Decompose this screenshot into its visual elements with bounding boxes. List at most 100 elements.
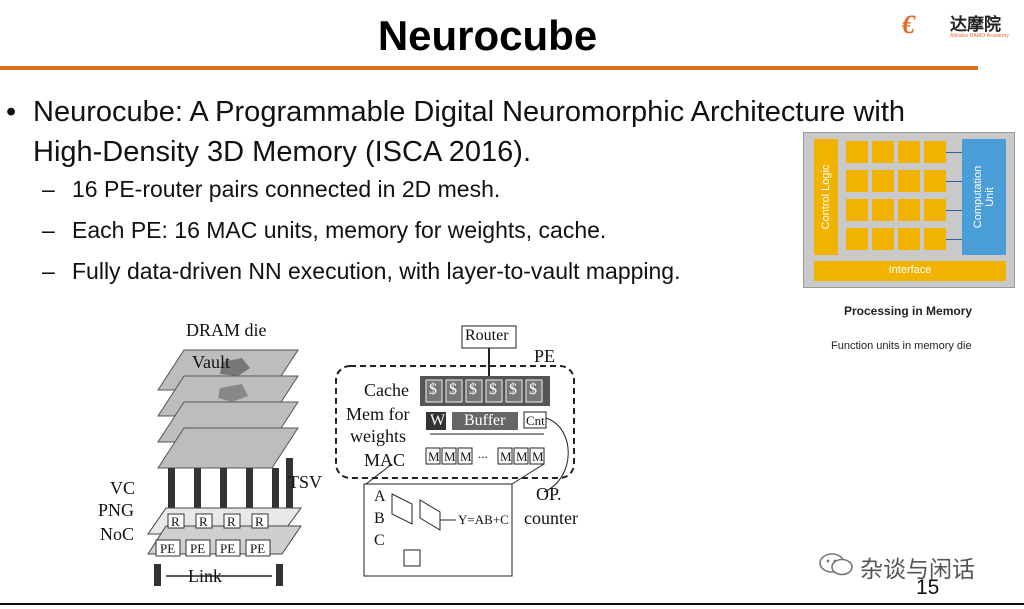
bus-arrow xyxy=(946,181,962,182)
link-pin xyxy=(276,564,283,586)
neurocube-diagram: DRAM die Vault VC PNG NoC TSV Link Route… xyxy=(96,318,596,593)
pe-cell-label: PE xyxy=(190,541,206,556)
interface-block: Interface xyxy=(814,261,1006,281)
cache-cell-label: $ xyxy=(429,381,437,398)
mac-cell-label: M xyxy=(532,449,544,464)
dash-glyph: – xyxy=(42,258,55,284)
counter-box xyxy=(523,411,547,429)
adder xyxy=(419,499,441,531)
mac-cell-label: M xyxy=(444,449,456,464)
weight-box xyxy=(426,412,446,430)
input-a-label: A xyxy=(374,488,386,505)
vc-label: VC xyxy=(110,478,136,498)
cache-cell-label: $ xyxy=(489,381,497,398)
computation-label-line2: Unit xyxy=(984,187,996,207)
cnt-label: Cnt xyxy=(526,413,545,428)
title-divider xyxy=(0,66,978,70)
logo-chinese-text: 达摩院 xyxy=(950,15,1001,35)
cache-label: Cache xyxy=(364,380,409,400)
noc-label: NoC xyxy=(100,524,135,544)
memory-cell xyxy=(846,170,868,192)
tsv-pillars xyxy=(168,458,293,514)
memory-cell xyxy=(898,141,920,163)
memory-cell xyxy=(872,170,894,192)
main-bullet-text: Neurocube: A Programmable Digital Neurom… xyxy=(33,96,906,168)
tsv-label: TSV xyxy=(288,472,323,492)
cache-cells xyxy=(425,379,543,403)
register xyxy=(403,549,421,567)
router-cell-label: R xyxy=(171,514,180,529)
mac-label: MAC xyxy=(364,450,406,470)
dash-glyph: – xyxy=(42,176,55,202)
pe-outline xyxy=(335,365,575,479)
pe-cell-label: PE xyxy=(160,541,176,556)
op-counter-curve xyxy=(543,417,569,493)
dram-die-label: DRAM die xyxy=(186,320,267,340)
pe-cell-label: PE xyxy=(250,541,266,556)
bullet-glyph: • xyxy=(6,96,17,128)
memory-cell xyxy=(898,170,920,192)
vault-shape xyxy=(220,358,250,376)
pe-cell-label: PE xyxy=(220,541,236,556)
bus-arrow xyxy=(946,152,962,153)
damo-logo: € 达摩院 Alibaba DAMO Academy xyxy=(900,6,1018,46)
zoom-line xyxy=(511,463,545,485)
vault-label: Vault xyxy=(192,352,230,372)
memory-cell xyxy=(924,170,946,192)
input-c-label: C xyxy=(374,532,385,549)
pe-label: PE xyxy=(534,346,556,366)
router-label: Router xyxy=(465,327,509,344)
zoom-line xyxy=(365,463,393,485)
memory-cell-grid xyxy=(846,141,946,251)
memory-cell xyxy=(924,199,946,221)
mac-cell-label: M xyxy=(516,449,528,464)
logo-mark: € xyxy=(902,10,915,39)
png-label: PNG xyxy=(98,500,135,520)
logo-subtitle: Alibaba DAMO Academy xyxy=(950,33,1010,39)
memory-cell xyxy=(872,141,894,163)
page-number: 15 xyxy=(916,576,940,599)
bus-arrow xyxy=(946,210,962,211)
bottom-divider xyxy=(0,603,1024,605)
router-cell-label: R xyxy=(227,514,236,529)
mac-equation: Y=AB+C xyxy=(458,512,509,527)
mac-cells xyxy=(425,447,545,465)
link-pin xyxy=(154,564,161,586)
memory-cell xyxy=(924,228,946,250)
multiplier xyxy=(391,493,413,525)
control-logic-label: Control Logic xyxy=(820,164,832,230)
memory-cell xyxy=(898,199,920,221)
sub-bullet-text: Each PE: 16 MAC units, memory for weight… xyxy=(72,217,607,243)
mac-ellipsis: ... xyxy=(478,446,488,461)
control-logic-block: Control Logic xyxy=(814,139,838,255)
interface-label: Interface xyxy=(888,264,932,276)
sub-bullet-text: 16 PE-router pairs connected in 2D mesh. xyxy=(72,176,501,202)
neurocube-drawing xyxy=(147,325,575,586)
mac-detail-box xyxy=(363,483,513,577)
sub-bullet-text: Fully data-driven NN execution, with lay… xyxy=(72,258,681,284)
slide-title: Neurocube xyxy=(377,12,598,59)
memory-cell xyxy=(846,141,868,163)
weights-label: weights xyxy=(350,426,406,446)
cache-cell-label: $ xyxy=(469,381,477,398)
w-label: W xyxy=(430,412,446,429)
memory-cell xyxy=(846,199,868,221)
link-label: Link xyxy=(188,566,222,586)
mac-cell-label: M xyxy=(500,449,512,464)
memory-cell xyxy=(924,141,946,163)
cache-cell-label: $ xyxy=(509,381,517,398)
dash-glyph: – xyxy=(42,217,55,243)
memory-cell xyxy=(872,199,894,221)
buffer-box xyxy=(452,412,518,430)
pim-note: Function units in memory die xyxy=(831,340,972,352)
vault-shape xyxy=(218,384,248,402)
mac-cell-label: M xyxy=(460,449,472,464)
pe-cells xyxy=(155,539,271,557)
router-cell-label: R xyxy=(255,514,264,529)
computation-label-line1: Computation xyxy=(972,165,984,229)
mem-for-label: Mem for xyxy=(346,404,410,424)
router-cells xyxy=(167,513,269,529)
